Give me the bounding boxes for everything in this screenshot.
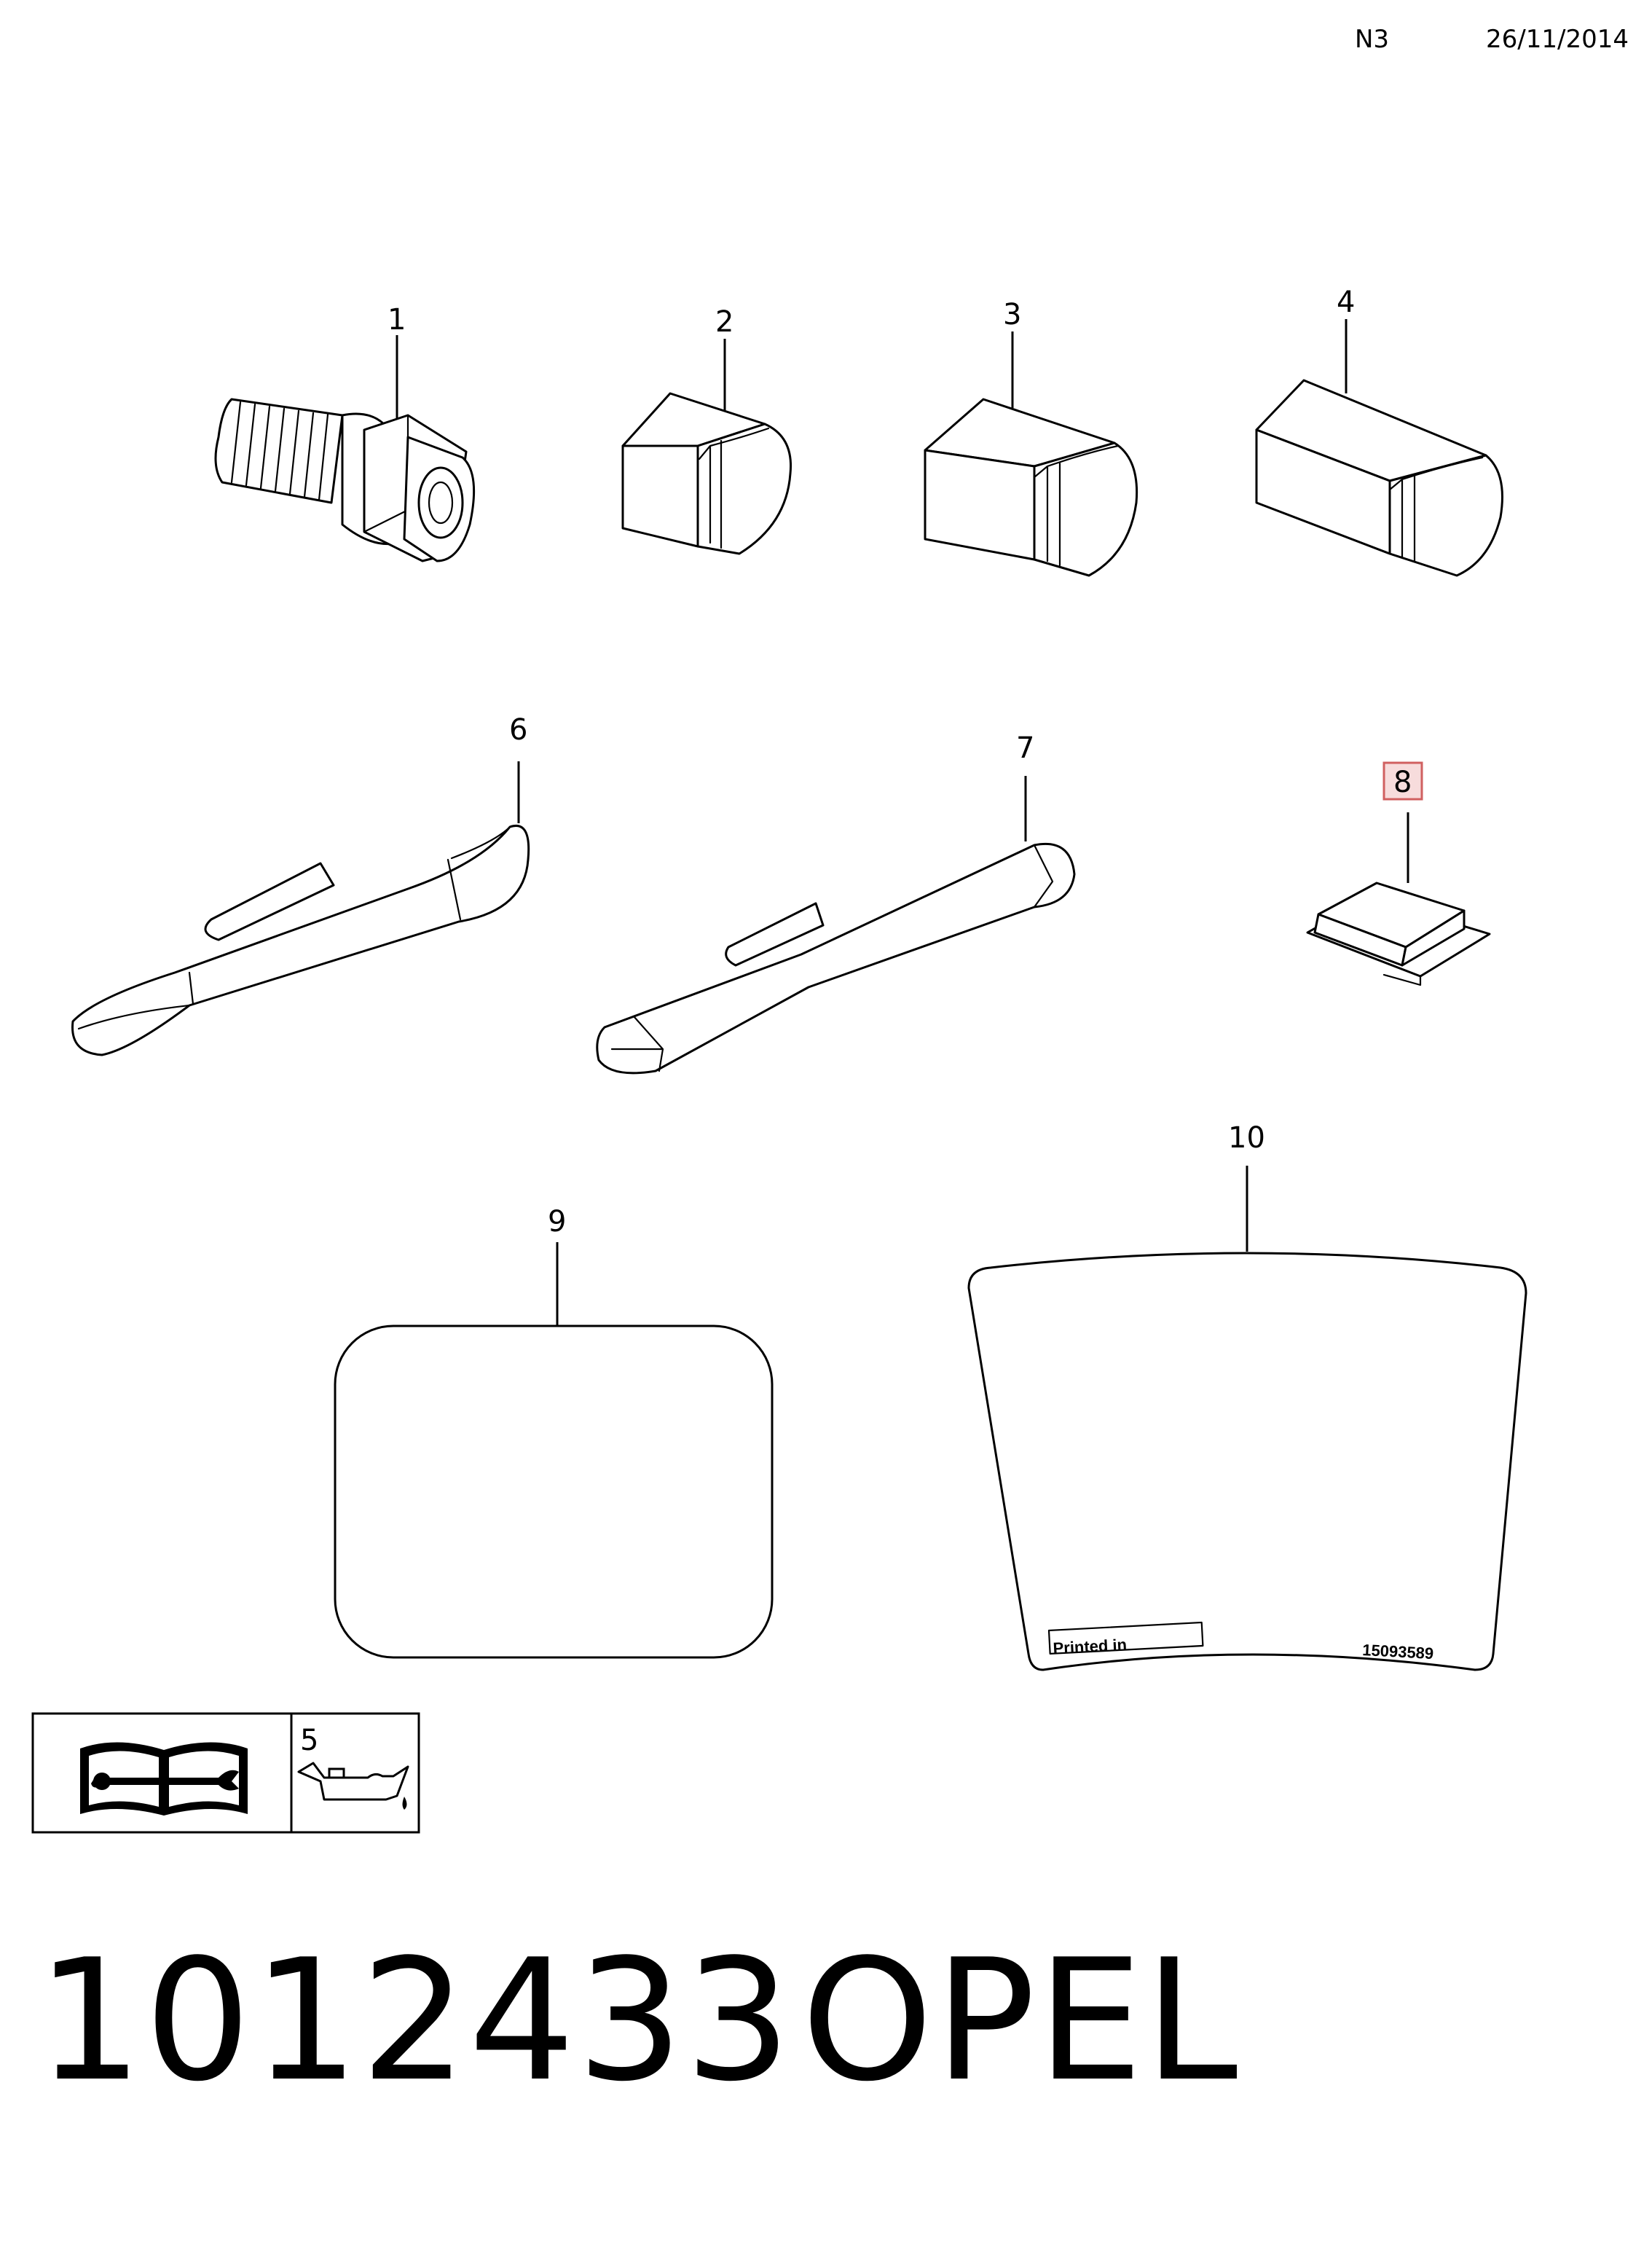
part-7-balance-weight[interactable]: 7 xyxy=(596,731,1076,1075)
header-date: 26/11/2014 xyxy=(1486,25,1629,54)
part-2-bolt-cap[interactable]: 2 xyxy=(621,305,792,555)
part-10-label[interactable]: 10 Printed in 15093589 xyxy=(967,1121,1527,1671)
header-code: N3 xyxy=(1355,25,1390,54)
callout-9: 9 xyxy=(548,1205,566,1239)
callout-4: 4 xyxy=(1337,286,1355,319)
part-9-sticker[interactable]: 9 xyxy=(334,1205,774,1659)
part-3-bolt-cap[interactable]: 3 xyxy=(924,298,1138,577)
callout-2: 2 xyxy=(715,305,733,339)
callout-7: 7 xyxy=(1016,731,1034,765)
part-8-adhesive-weight[interactable]: 8 xyxy=(1306,761,1491,986)
part-6-balance-weight[interactable]: 6 xyxy=(71,713,530,1056)
oil-can-icon[interactable] xyxy=(297,1762,409,1810)
callout-3: 3 xyxy=(1003,298,1021,331)
part-1-wheel-bolt[interactable]: 1 xyxy=(214,303,476,562)
callout-8: 8 xyxy=(1393,766,1412,799)
legend-box: 5 xyxy=(31,1712,420,1834)
callout-8-highlight xyxy=(1382,761,1423,801)
callout-6: 6 xyxy=(509,713,527,747)
callout-10: 10 xyxy=(1228,1121,1265,1155)
callout-5: 5 xyxy=(300,1724,318,1757)
footer-brand: OPEL xyxy=(801,1924,1240,2119)
label-printed-in: Printed in xyxy=(1053,1636,1128,1657)
service-manual-icon xyxy=(80,1742,248,1816)
part-4-bolt-cap[interactable]: 4 xyxy=(1255,286,1503,577)
label-part-number: 15093589 xyxy=(1362,1641,1434,1663)
callout-1: 1 xyxy=(388,303,406,337)
footer-code: 1012433 xyxy=(36,1924,793,2119)
